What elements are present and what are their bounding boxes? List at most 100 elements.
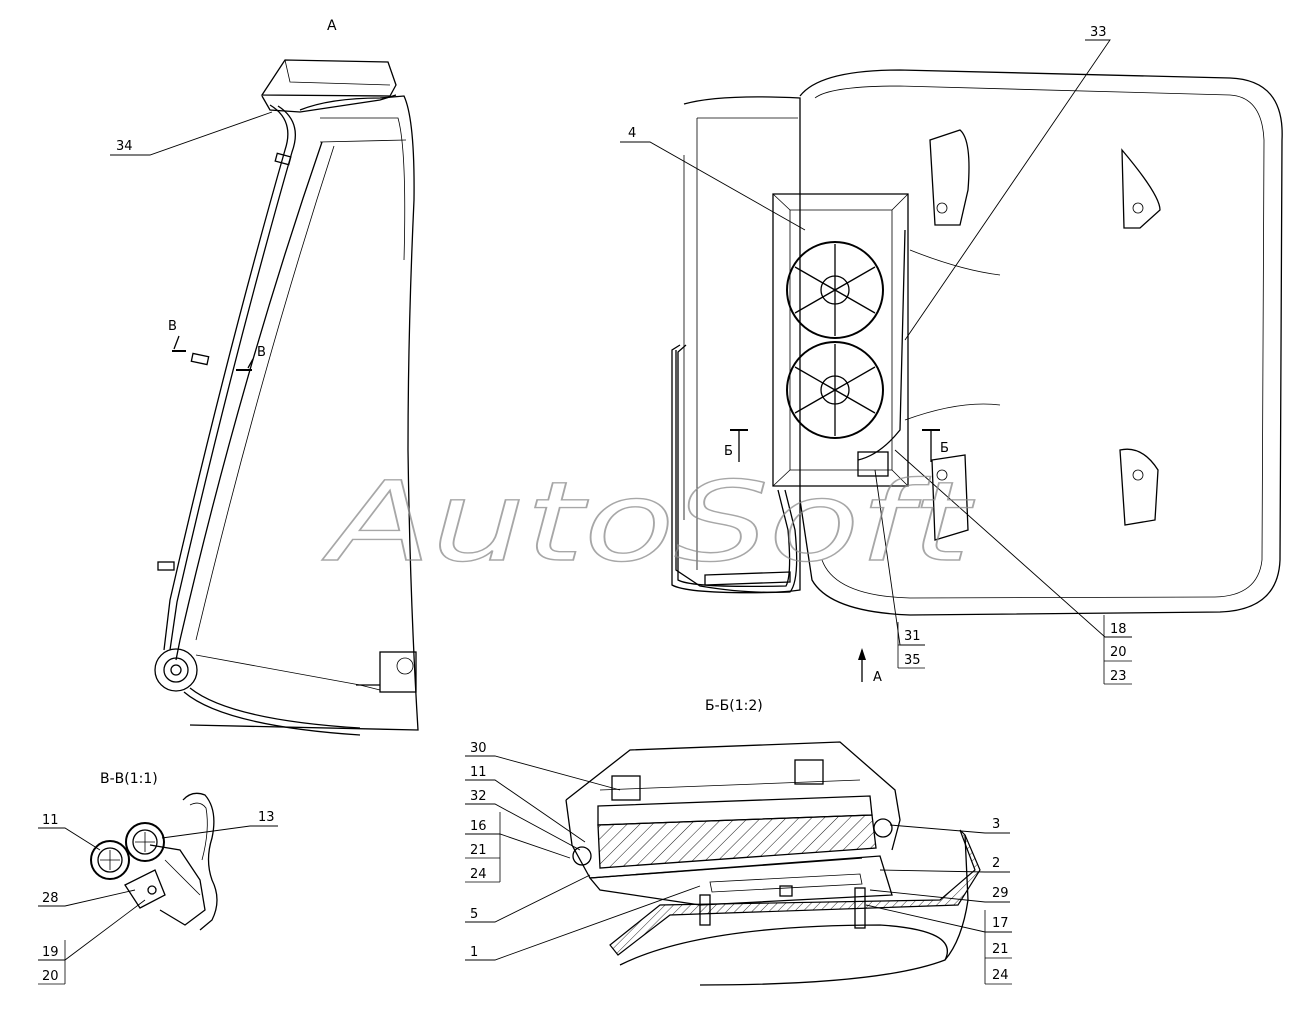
recess-4 [931,454,969,541]
section-bb-title: Б-Б(1:2) [705,698,763,714]
leader-2 [879,869,1010,873]
bb-tray-slot [709,873,863,893]
cab-pillar-top [319,139,407,143]
leader-11b [38,827,101,851]
leader-4 [620,141,806,231]
recess-1-hole [936,202,948,214]
roof-outline [799,69,1283,616]
clamp-2 [190,352,210,366]
mark-v-left: В [168,319,177,334]
fan-unit-face [789,209,893,471]
watermark: AutoSoft [322,458,975,586]
label-16: 16 [470,819,487,834]
vv-tube-1 [90,840,130,880]
fan-1 [786,241,884,339]
cab-pillar-outer [175,141,323,661]
label-31: 31 [904,629,921,644]
lower-bracket-line [195,654,381,691]
clamp-1 [274,152,292,166]
recess-2 [1121,148,1161,229]
leader-33 [904,39,1111,341]
leader-18 [894,449,1132,638]
mark-b-left: Б [724,444,733,459]
leader-32 [465,803,581,851]
mark-a-arrowhead [858,648,866,660]
section-vv: В-В(1:1) 11 13 28 19 20 [38,771,278,985]
lower-loop-hose [671,344,798,594]
vv-bracket-line [164,859,201,896]
recess-4-hole [936,469,948,481]
bb-core-top [597,795,873,826]
mark-v-right-arrow [247,358,254,369]
lower-bracket [379,651,417,693]
label-20b: 20 [42,969,59,984]
lower-tube [704,571,791,586]
mark-v-left-arrow [173,335,180,350]
fan-unit-body [772,193,909,487]
plan-view: Б Б A 4 33 31 35 18 20 23 [620,25,1283,685]
leader-3 [889,824,1010,834]
vv-pillar-profile [182,792,218,931]
vv-pillar-inner [189,802,208,861]
body-side-panel [675,96,801,593]
lower-loop-hose-2 [677,344,791,588]
bb-bracket-left [611,775,641,801]
bb-stud-1 [699,894,711,926]
leader-28 [38,889,136,907]
label-19: 19 [42,945,59,960]
bb-bolt-right [873,818,893,838]
leader-30 [465,755,621,791]
label-33: 33 [1090,25,1107,40]
mark-b-right: Б [940,441,949,456]
bb-stud-2 [854,887,866,929]
hose-outer [163,104,289,651]
vv-tube-2 [125,822,165,862]
roof-crease-1 [909,249,1001,276]
roof-unit-edge [284,59,391,86]
mark-a: A [873,670,882,685]
label-11b: 11 [42,813,59,828]
label-35: 35 [904,653,921,668]
roof-unit-body [260,59,397,97]
label-24a: 24 [470,867,487,882]
section-vv-title: В-В(1:1) [100,771,158,787]
bb-bolt-left [572,846,592,866]
recess-1 [929,129,970,226]
vv-clamp-bolt [147,885,157,895]
label-34: 34 [116,139,133,154]
recess-2-hole [1132,202,1144,214]
lower-bracket-hole [396,657,414,675]
label-29: 29 [992,886,1009,901]
label-17: 17 [992,916,1009,931]
recess-3-hole [1132,469,1144,481]
section-bb: Б-Б(1:2) 30 [465,698,1012,986]
hinge-mid [163,657,189,683]
hinge-center [170,664,182,676]
label-28: 28 [42,891,59,906]
vv-bracket [149,844,206,926]
unit-hose-right [857,229,906,461]
leader-29 [869,889,1010,903]
label-20a: 20 [1110,645,1127,660]
label-3: 3 [992,817,1000,832]
bb-nut [779,885,793,897]
cab-pillar-inner [195,145,335,641]
label-1: 1 [470,945,478,960]
fan-2 [786,341,884,439]
label-32: 32 [470,789,487,804]
label-4: 4 [628,126,636,141]
unit-connector [857,451,889,477]
lower-hose-2 [183,691,361,736]
fan-unit-chamfer-4 [891,469,909,487]
leader-17 [865,904,1012,933]
bb-inner-rib [599,779,861,791]
fan-unit-chamfer-1 [772,193,791,211]
leader-13 [161,825,278,839]
bb-tray [588,855,893,906]
label-24b: 24 [992,968,1009,983]
clamp-3 [157,561,175,571]
fan-unit-chamfer-3 [772,469,791,487]
mark-v-right: В [257,345,266,360]
label-30: 30 [470,741,487,756]
